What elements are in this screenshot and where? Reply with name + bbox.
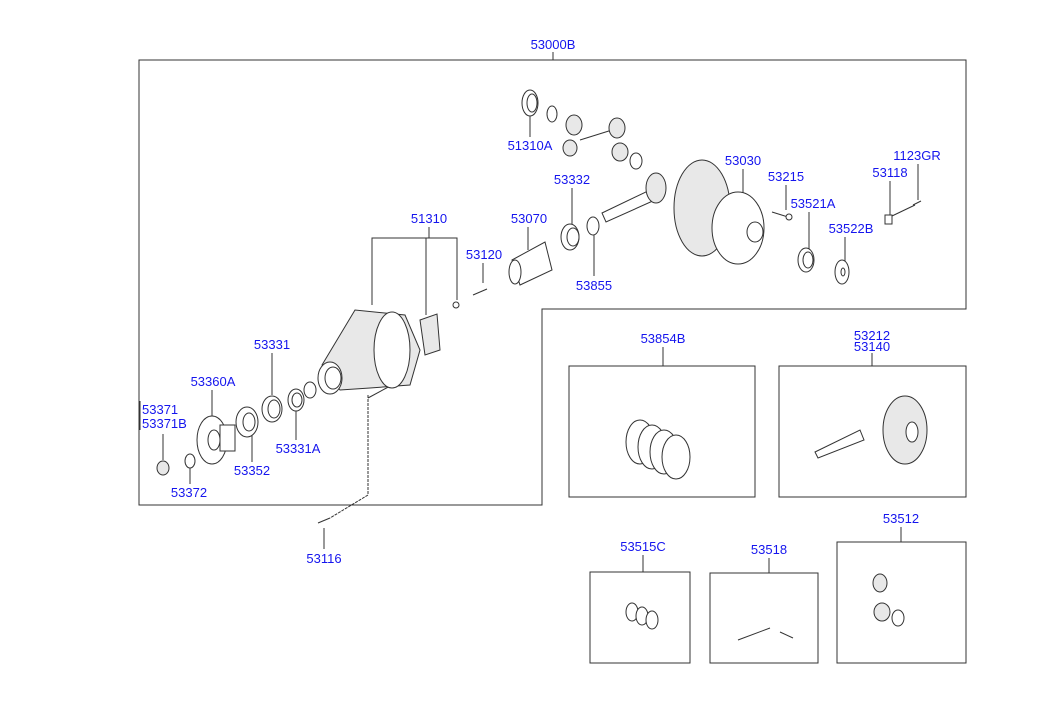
label-51310[interactable]: 51310 (411, 211, 447, 226)
part-bolt-53116[interactable] (317, 517, 331, 524)
label-53521A[interactable]: 53521A (791, 196, 836, 211)
label-53854B[interactable]: 53854B (641, 331, 686, 346)
label-53518[interactable]: 53518 (751, 542, 787, 557)
label-53372[interactable]: 53372 (171, 485, 207, 500)
label-53118[interactable]: 53118 (872, 165, 907, 180)
part-shims-53854B[interactable] (625, 419, 691, 480)
part-differential-case-53030[interactable] (673, 159, 765, 265)
part-bearing-53521A[interactable] (797, 247, 815, 273)
part-diff-gears[interactable] (546, 105, 643, 170)
assembly-frame (138, 59, 967, 506)
part-washer-53372[interactable] (184, 453, 196, 469)
label-53371[interactable]: 53371 (142, 402, 178, 417)
label-53360A[interactable]: 53360A (191, 374, 236, 389)
leader-lines (139, 52, 919, 573)
part-pin-53518[interactable] (737, 627, 794, 641)
part-bolt-53215[interactable] (771, 211, 793, 221)
label-53331A[interactable]: 53331A (276, 441, 321, 456)
part-bearing-53332[interactable] (560, 223, 580, 251)
label-53512[interactable]: 53512 (883, 511, 919, 526)
part-nut-53371[interactable] (156, 460, 170, 476)
label-53515C[interactable]: 53515C (620, 539, 666, 554)
kit-box-53212 (778, 365, 967, 498)
label-53140[interactable]: 53140 (854, 339, 890, 354)
part-spacer-53070[interactable] (508, 241, 553, 286)
label-1123GR[interactable]: 1123GR (893, 148, 940, 163)
label-53522B[interactable]: 53522B (829, 221, 874, 236)
label-53331[interactable]: 53331 (254, 337, 290, 352)
part-bolt-53120[interactable] (472, 288, 488, 296)
part-washer-53522B[interactable] (834, 259, 850, 285)
part-gears-53512[interactable] (872, 573, 905, 627)
kit-box-53515C (589, 571, 691, 664)
label-53352[interactable]: 53352 (234, 463, 270, 478)
part-bearing-53331[interactable] (261, 395, 283, 423)
part-kit-53515C[interactable] (625, 602, 659, 630)
part-bearing-cap[interactable] (419, 313, 441, 356)
label-53030[interactable]: 53030 (725, 153, 761, 168)
part-clip-53118[interactable] (884, 214, 893, 225)
label-51310A[interactable]: 51310A (508, 138, 553, 153)
part-nut[interactable] (452, 301, 460, 309)
kit-box-53518 (709, 572, 819, 664)
part-seal-51310A[interactable] (521, 89, 539, 117)
label-53332[interactable]: 53332 (554, 172, 590, 187)
label-53116[interactable]: 53116 (306, 551, 341, 566)
part-carrier-housing[interactable] (317, 309, 421, 395)
part-gear-set-53212[interactable] (814, 395, 928, 465)
label-53070[interactable]: 53070 (511, 211, 547, 226)
label-53000B[interactable]: 53000B (531, 37, 576, 52)
label-53855[interactable]: 53855 (576, 278, 612, 293)
part-seal-53331A[interactable] (287, 388, 305, 412)
part-drive-pinion[interactable] (601, 172, 667, 223)
part-bolt-1123GR[interactable] (912, 200, 922, 206)
part-flange-53360A[interactable] (196, 415, 236, 465)
part-ring-53855[interactable] (586, 216, 600, 236)
label-53212[interactable]: 53212 (854, 328, 890, 343)
kit-box-53854B (568, 365, 756, 498)
label-53120[interactable]: 53120 (466, 247, 502, 262)
part-ring-small[interactable] (303, 381, 317, 399)
kit-box-53512 (836, 541, 967, 664)
label-53215[interactable]: 53215 (768, 169, 804, 184)
part-seal-53352[interactable] (235, 406, 259, 438)
label-53371B[interactable]: 53371B (142, 416, 187, 431)
